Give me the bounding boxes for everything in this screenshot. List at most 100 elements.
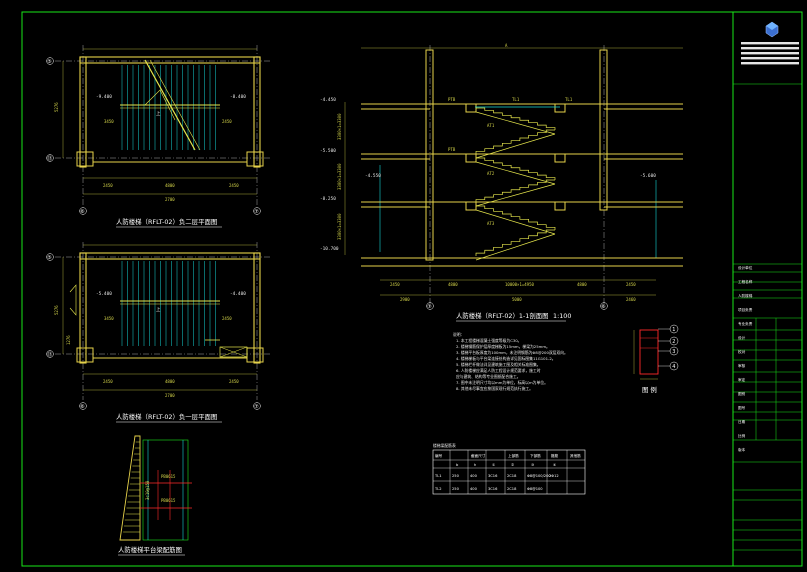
axis-top-6: ⑥ <box>80 209 85 215</box>
tb-label: 版本 <box>738 447 746 452</box>
section-top-dim: A <box>505 43 508 48</box>
dim-top-2: 4800 <box>165 183 175 188</box>
stair-flight <box>475 129 555 154</box>
axis-bot-13: ⑬ <box>47 351 52 358</box>
tb-label: 校对 <box>738 349 746 354</box>
plan-bot-title: 人防楼梯（RFLT-02）负一层平面图 <box>116 412 217 421</box>
flight-soffit <box>475 111 556 135</box>
table-cell: 400 <box>470 487 478 491</box>
axis-top-5: ⑤ <box>47 59 51 65</box>
legend-marker-circle <box>669 346 679 356</box>
note-line: 5. 楼梯栏杆做法详见建筑施工图及相关标准图集。 <box>456 362 541 367</box>
section-tag: AT2 <box>487 171 495 176</box>
general-notes: 说明： 1. 本工程楼梯混凝土强度等级为C30。2. 楼梯钢筋保护层厚度梯板为1… <box>453 332 568 391</box>
legend-marker: 1 <box>672 327 675 333</box>
legend-marker: 3 <box>672 349 675 355</box>
legend-marker-circle <box>669 361 679 371</box>
sec-axis-6: ⑥ <box>601 304 606 310</box>
tb-bar <box>741 47 799 50</box>
tb-label: 项目负责 <box>738 307 753 312</box>
legend-marker-circle <box>669 336 679 346</box>
platform-beam <box>465 103 477 113</box>
note-line: 7. 图中未注明尺寸均以mm为单位，标高以m为单位。 <box>456 380 548 385</box>
platform-beam <box>554 103 566 113</box>
section-title: 人防楼梯（RFLT-02）1-1剖面图 <box>456 311 549 320</box>
stair-flight <box>475 229 555 256</box>
tb-label: 图别 <box>738 391 746 396</box>
detail-label-1: PB0615 <box>161 474 176 479</box>
platform-beam <box>465 201 477 211</box>
detail-title: 人防楼梯平台梁配筋图 <box>118 545 182 554</box>
detail-label-3: PB0615 <box>161 498 176 503</box>
axis-bot-6: ⑥ <box>80 404 85 410</box>
flight-soffit <box>475 209 556 235</box>
platform-beam-detail: PB0615 3c10@150 PB0615 人防楼梯平台梁配筋图 <box>118 435 192 556</box>
section-side-dim-1: 3300×1=3300 <box>337 113 342 140</box>
axis-bot-5: ⑤ <box>47 255 51 261</box>
plan-bottom: 2450 4800 2450 2700 3450 2450 5276 1276 … <box>46 242 270 423</box>
table-subheader: ② <box>511 463 514 467</box>
table-cell: 3C16 <box>488 487 498 491</box>
table-cell: 2Φ12 <box>549 474 559 478</box>
dim-bot-2: 4800 <box>165 379 175 384</box>
note-line: 6. 人防楼梯应满足人防工程设计规范要求，施工时 <box>456 368 541 373</box>
sec-dim2-1: 2900 <box>400 297 410 302</box>
table-subheader: h <box>474 463 476 467</box>
sec-dim-1: 2450 <box>390 282 400 287</box>
level-bot-1: -5.400 <box>96 291 112 297</box>
note-line: 1. 本工程楼梯混凝土强度等级为C30。 <box>456 338 521 343</box>
title-block-frame <box>732 11 803 567</box>
legend-marker: 4 <box>672 364 675 370</box>
tb-bar <box>741 42 799 45</box>
tb-label: 设计 <box>738 335 746 340</box>
table-header: 下部筋 <box>530 453 541 458</box>
section-side-dim-2: 3300×1=3300 <box>337 163 342 190</box>
flight-soffit <box>475 133 556 159</box>
stair-flight <box>476 157 556 180</box>
table-cell: 2C18 <box>507 474 517 478</box>
dim-bot-side2: 1276 <box>66 335 71 345</box>
section-tag: PTB <box>448 147 456 152</box>
level-top-2: -8.400 <box>230 94 246 100</box>
table-cell: 2C18 <box>507 487 517 491</box>
note-line: 应与建筑、结构等专业图纸配合施工。 <box>456 374 521 379</box>
plan-top: 2450 4800 2450 2700 3450 2450 5276 -9.40… <box>46 45 270 228</box>
section-tag: AT1 <box>487 123 495 128</box>
section-tag: PTB <box>448 97 456 102</box>
tb-label: 日期 <box>738 419 746 424</box>
table-cell: 250 <box>452 474 460 478</box>
plan-top-title: 人防楼梯（RFLT-02）负二层平面图 <box>116 217 217 226</box>
dim-bot-side: 5276 <box>54 305 59 315</box>
detail-label-2: 3c10@150 <box>145 480 150 500</box>
level-left-4: -10.700 <box>320 246 339 252</box>
table-cell: Φ8@100/200 <box>527 474 551 478</box>
table-subheader: ④ <box>553 463 556 467</box>
axis-bot-7: ⑦ <box>254 404 259 410</box>
dim-top-3: 2450 <box>229 183 239 188</box>
tb-label: 人防楼梯 <box>738 293 753 298</box>
table-header: 上部筋 <box>508 453 519 458</box>
tb-label: 比例 <box>738 433 746 438</box>
sec-dim-4: 4800 <box>577 282 587 287</box>
tb-bar <box>741 62 799 65</box>
dim-bot-total: 2700 <box>165 393 175 398</box>
table-header: 箍筋 <box>551 453 559 458</box>
tb-label: 审定 <box>738 377 746 382</box>
sec-axis-7: ⑦ <box>427 304 432 310</box>
dim-bot-inner-1: 3450 <box>104 316 114 321</box>
sec-dim2-3: 2460 <box>626 297 636 302</box>
table-subheader: ③ <box>531 463 534 467</box>
sec-dim2-2: 5000 <box>512 297 522 302</box>
level-right-1: -4.550 <box>365 173 381 179</box>
table-title: 楼梯梁配筋表 <box>433 443 456 448</box>
dim-bot-1: 2450 <box>103 379 113 384</box>
section-tag: AT3 <box>487 221 495 226</box>
note-line: 4. 楼梯梯板与平台梁连接处构造详见国标图集11G101-2。 <box>456 356 556 361</box>
level-bot-2: -4.400 <box>230 291 246 297</box>
tb-bar <box>741 57 799 60</box>
